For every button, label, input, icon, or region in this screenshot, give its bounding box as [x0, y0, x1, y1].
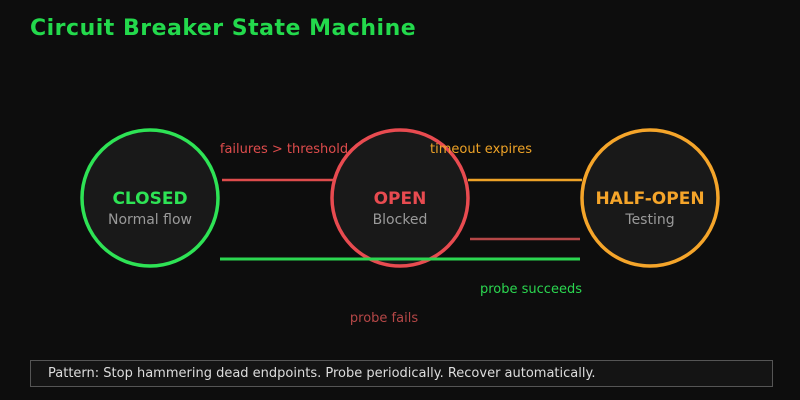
state-closed-circle: [80, 128, 220, 268]
state-closed: CLOSED Normal flow: [80, 128, 220, 268]
state-open-name: OPEN: [374, 189, 427, 209]
state-half-open: HALF-OPEN Testing: [580, 128, 720, 268]
state-closed-name: CLOSED: [112, 189, 187, 209]
state-open-circle: [330, 128, 470, 268]
state-half-open-name: HALF-OPEN: [595, 189, 704, 209]
pattern-note-text: Pattern: Stop hammering dead endpoints. …: [48, 366, 596, 381]
state-open-subtitle: Blocked: [373, 212, 428, 228]
state-open: OPEN Blocked: [330, 128, 470, 268]
pattern-note-box: Pattern: Stop hammering dead endpoints. …: [30, 360, 773, 387]
page-title: Circuit Breaker State Machine: [30, 16, 417, 41]
transition-label-timeout-expires: timeout expires: [430, 142, 532, 157]
state-half-open-circle: [580, 128, 720, 268]
state-half-open-subtitle: Testing: [624, 212, 674, 228]
transition-label-probe-fails: probe fails: [350, 311, 418, 326]
state-closed-subtitle: Normal flow: [108, 212, 192, 228]
transition-label-failures-threshold: failures > threshold: [220, 142, 348, 157]
transition-label-probe-succeeds: probe succeeds: [480, 282, 582, 297]
